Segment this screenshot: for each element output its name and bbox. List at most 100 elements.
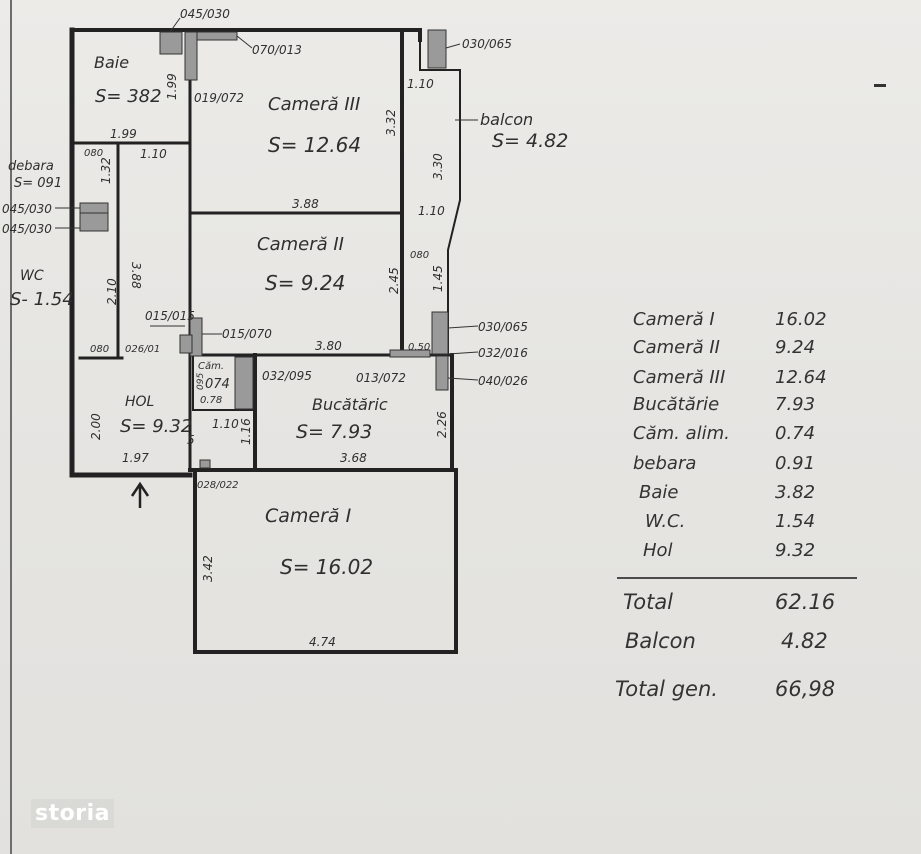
dim-cam1-h: 3.42 <box>201 555 215 582</box>
dim-hall-top: 1.10 <box>140 147 167 161</box>
room-hol-area: S= 9.32 <box>120 416 192 437</box>
summary-value: 9.24 <box>775 337 816 358</box>
room-camera3-name: Cameră III <box>268 94 360 115</box>
summary-grand-total-row: Total gen. 66,98 <box>615 677 855 703</box>
room-baie-area: S= 382 <box>95 86 162 107</box>
summary-value: 0.74 <box>775 423 816 444</box>
room-camara-area: 074 <box>205 377 230 392</box>
summary-row: bebara 0.91 <box>615 453 855 479</box>
storia-watermark-logo: storia <box>31 799 114 828</box>
dim-balcon-h: 3.30 <box>431 153 445 180</box>
opening-label: 030/065 <box>462 37 512 51</box>
dim-debara-h: 1.32 <box>99 157 113 184</box>
dim-baie-w: 1.99 <box>110 127 137 141</box>
summary-row: Baie 3.82 <box>615 482 855 508</box>
room-camera3-area: S= 12.64 <box>268 133 361 157</box>
summary-value: 3.82 <box>775 482 816 503</box>
room-camera1-name: Cameră I <box>265 505 352 527</box>
total-value: 62.16 <box>775 590 836 614</box>
dim-balcon-v: 1.45 <box>431 265 445 292</box>
opening-label: 030/065 <box>478 320 528 334</box>
dim-baie-h: 1.99 <box>165 73 179 100</box>
dim-camara-w: 0.78 <box>200 395 222 406</box>
dim-wc-w: 080 <box>90 344 109 355</box>
summary-label: Cameră II <box>633 337 720 358</box>
opening-label: 013/072 <box>356 371 406 385</box>
room-bucatarie-area: S= 7.93 <box>296 421 372 443</box>
dim-cam2-h: 2.45 <box>387 267 401 294</box>
summary-value: 9.32 <box>775 540 816 561</box>
grand-total-value: 66,98 <box>775 677 836 701</box>
dim-balcon-top: 1.10 <box>407 77 434 91</box>
entrance-arrow-icon <box>130 481 150 508</box>
opening-label: 015/015 <box>145 309 195 323</box>
summary-label: Cameră III <box>633 367 726 388</box>
summary-label: Baie <box>639 482 679 503</box>
opening-label: 015/070 <box>222 327 272 341</box>
room-debara-area: S= 091 <box>14 176 62 191</box>
dim-balcon-low: 080 <box>410 250 429 261</box>
summary-row: Cameră III 12.64 <box>615 367 855 393</box>
summary-label: bebara <box>633 453 697 474</box>
summary-label: Cameră I <box>633 309 715 330</box>
dim-cam3-w: 3.88 <box>292 197 319 211</box>
balcon-value: 4.82 <box>781 629 828 653</box>
dim-wc-h: 2.10 <box>105 278 119 305</box>
room-camara-name: Căm. <box>198 361 224 372</box>
opening-label: 019/072 <box>194 91 244 105</box>
dim-cam2-w: 3.80 <box>315 339 342 353</box>
opening-label: 040/026 <box>478 374 528 388</box>
summary-label: Hol <box>643 540 673 561</box>
summary-value: 12.64 <box>775 367 827 388</box>
summary-balcon-row: Balcon 4.82 <box>615 629 855 655</box>
room-debara-name: debara <box>8 159 54 174</box>
summary-row: W.C. 1.54 <box>615 511 855 537</box>
room-balcon-name: balcon <box>480 110 533 129</box>
dim-hol-h: 2.00 <box>89 413 103 440</box>
grand-total-label: Total gen. <box>615 677 718 701</box>
dim-hall-v: 3.88 <box>129 262 143 289</box>
summary-total-row: Total 62.16 <box>615 590 855 616</box>
dim-hol-c: 1.16 <box>239 418 253 445</box>
summary-row: Cameră II 9.24 <box>615 337 855 363</box>
room-hol-name: HOL <box>125 394 154 410</box>
dim-buc-h: 2.26 <box>435 411 449 438</box>
total-label: Total <box>623 590 674 614</box>
summary-label: Bucătărie <box>633 394 720 415</box>
opening-label: 045/030 <box>180 7 230 21</box>
opening-label: 026/01 <box>125 344 160 355</box>
dim-hol-5: 5 <box>187 433 195 447</box>
room-baie-name: Baie <box>94 53 129 72</box>
dim-cam1-w: 4.74 <box>309 635 336 649</box>
opening-label: 032/095 <box>262 369 312 383</box>
room-camera2-name: Cameră II <box>257 234 344 255</box>
room-camera2-area: S= 9.24 <box>265 271 345 295</box>
summary-value: 0.91 <box>775 453 816 474</box>
summary-row: Bucătărie 7.93 <box>615 394 855 420</box>
opening-label: 028/022 <box>197 480 239 491</box>
dim-cam3-h: 3.32 <box>384 109 398 136</box>
paper-edge-line <box>10 0 12 854</box>
dim-hol-w: 1.97 <box>122 451 149 465</box>
summary-value: 1.54 <box>775 511 816 532</box>
dim-camara-h: 095 <box>196 373 206 390</box>
opening-label: 032/016 <box>478 346 528 360</box>
dim-buc-w: 3.68 <box>340 451 367 465</box>
summary-label: W.C. <box>645 511 686 532</box>
room-bucatarie-name: Bucătăric <box>312 395 388 414</box>
dim-balcon-mid: 1.10 <box>418 204 445 218</box>
dim-hol-b: 1.10 <box>212 417 239 431</box>
summary-row: Hol 9.32 <box>615 540 855 566</box>
room-balcon-area: S= 4.82 <box>492 130 568 152</box>
dim-small-050: 0.50 <box>408 342 430 353</box>
opening-label: 045/030 <box>2 222 52 236</box>
summary-divider <box>617 577 857 579</box>
summary-row: Căm. alim. 0.74 <box>615 423 855 449</box>
summary-label: Căm. alim. <box>633 423 730 444</box>
opening-label: 070/013 <box>252 43 302 57</box>
room-wc-name: WC <box>20 268 44 284</box>
room-camera1-area: S= 16.02 <box>280 555 373 579</box>
room-wc-area: S- 1.54 <box>10 289 74 310</box>
balcon-label: Balcon <box>625 629 696 653</box>
